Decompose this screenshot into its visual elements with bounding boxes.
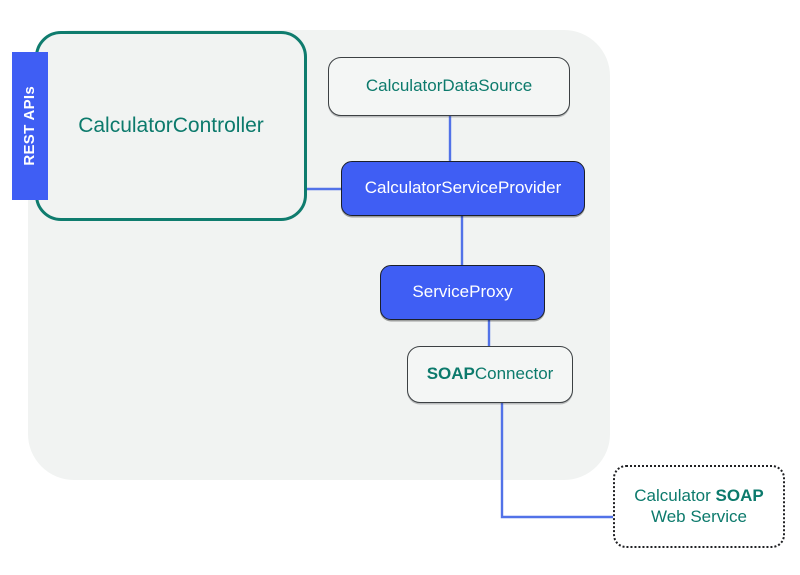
web-service-line1-prefix: Calculator xyxy=(634,485,716,505)
node-calculator-service-provider-label: CalculatorServiceProvider xyxy=(364,178,562,198)
node-soap-connector[interactable]: SOAPConnector xyxy=(407,346,573,403)
node-soap-connector-label: SOAPConnector xyxy=(427,364,554,385)
node-soap-connector-label-strong: SOAP xyxy=(426,364,475,384)
node-calculator-datasource-label: CalculatorDataSource xyxy=(365,76,533,96)
node-rest-apis[interactable]: REST APIs xyxy=(12,52,48,200)
node-calculator-controller[interactable]: CalculatorController xyxy=(35,31,307,221)
web-service-line1-strong: SOAP xyxy=(715,485,764,505)
web-service-line2: Web Service xyxy=(650,506,748,526)
node-service-proxy-label: ServiceProxy xyxy=(412,282,513,302)
connector-soapconnector-to-webservice xyxy=(500,403,613,519)
node-rest-apis-label: REST APIs xyxy=(20,86,38,166)
node-soap-connector-label-rest: Connector xyxy=(474,364,554,384)
node-calculator-controller-label: CalculatorController xyxy=(78,114,264,138)
node-service-proxy[interactable]: ServiceProxy xyxy=(380,265,545,320)
node-calculator-datasource[interactable]: CalculatorDataSource xyxy=(328,57,570,116)
node-calculator-service-provider[interactable]: CalculatorServiceProvider xyxy=(341,161,585,216)
